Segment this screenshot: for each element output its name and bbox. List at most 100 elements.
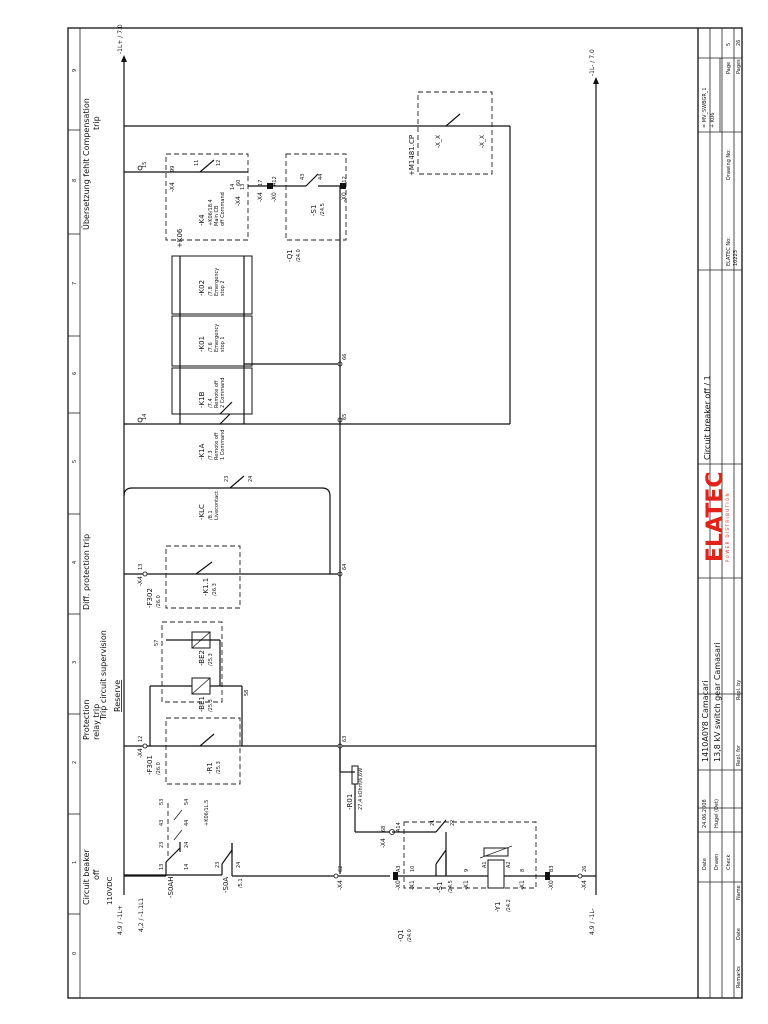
x0-a12-label: -X0 bbox=[271, 192, 278, 202]
y1-a1: A1 bbox=[482, 861, 488, 868]
k4-desc-1: Main CB bbox=[214, 205, 220, 226]
x0-a12-term: A12 bbox=[272, 176, 278, 186]
k01-desc-1: Emergency bbox=[214, 324, 220, 352]
pin-13: 13 bbox=[159, 864, 165, 870]
k1b-desc-1: Remote off bbox=[214, 380, 220, 408]
branch-klc: 23 24 -KLC /8.1 Livecontact bbox=[123, 475, 331, 574]
k4-pin-14: 14 bbox=[230, 184, 236, 190]
s1-top-ref: /24.5 bbox=[320, 203, 326, 216]
pin-23: 23 bbox=[159, 842, 165, 848]
x0-b3-term: B3 bbox=[549, 865, 555, 872]
rail-minus-out-label: -1L- / 7.0 bbox=[589, 49, 596, 76]
y1-label: -Y1 bbox=[494, 902, 502, 912]
col-7: 7 bbox=[72, 282, 78, 285]
x1-9-term: 9 bbox=[464, 869, 470, 872]
r01-label: -R01 bbox=[346, 794, 354, 810]
x4-14-term: 14 bbox=[142, 414, 148, 420]
pin-24: 24 bbox=[184, 842, 190, 848]
x0-a14-term: A14 bbox=[396, 822, 402, 832]
be1-ref: /25.3 bbox=[208, 699, 214, 712]
m1481-label: +M1481.CP bbox=[408, 135, 416, 176]
k1b-desc-2: 2 Command bbox=[220, 378, 226, 408]
s0a-ref: /5.1 bbox=[238, 878, 244, 888]
s1-pin-21: 21 bbox=[430, 820, 436, 826]
header-trip-supervision: Trip circuit supervision bbox=[99, 630, 108, 721]
tb-pages-value: 26 bbox=[736, 40, 742, 46]
rail-plus: -1L+ / 7.0 110VDC 4,9 / -1L+ 4,2 / -1.1L… bbox=[106, 24, 145, 935]
tb-repl-for: Repl. for bbox=[736, 744, 742, 766]
tb-pages-label: Pages bbox=[736, 59, 742, 74]
col-6: 6 bbox=[72, 372, 78, 375]
pin-43: 43 bbox=[159, 820, 165, 826]
x4-26-label: -X4 bbox=[581, 880, 588, 890]
header-diff-protection: Diff. protection trip bbox=[82, 534, 91, 610]
x1-9-label: -X1 bbox=[463, 880, 470, 890]
col-5: 5 bbox=[72, 460, 78, 463]
tb-drawn-label: Drawn bbox=[714, 854, 720, 870]
tb-check-label: Check bbox=[726, 855, 732, 870]
y1-a2: A2 bbox=[506, 861, 512, 868]
tb-elatec-no-label: ELATEC No: bbox=[726, 237, 732, 266]
tb-description: 13,8 kV switch gear Camasari bbox=[713, 642, 722, 762]
k1a-desc-2: 1 Command bbox=[220, 430, 226, 460]
x4-63-term: 63 bbox=[342, 736, 348, 742]
k4-pin-11: 11 bbox=[194, 160, 200, 166]
k02-desc-2: stop 2 bbox=[220, 280, 226, 296]
r01-value: 27,4 kOhm/6,6W bbox=[358, 768, 364, 810]
s1-low-ref: /24.5 bbox=[448, 880, 454, 893]
k06-label: +K06 bbox=[176, 228, 184, 248]
k4-ref: +K06/18.4 bbox=[208, 199, 214, 226]
s0ah-label: -S0AH bbox=[167, 877, 175, 898]
x4-68-label: -X4 bbox=[380, 838, 387, 848]
column-ruler: 9 8 7 6 5 4 3 2 1 0 bbox=[68, 69, 80, 955]
x0-a3-label: -X0 bbox=[395, 880, 402, 890]
rail-l1-in-label: 4,2 / -1.1L1 bbox=[138, 898, 145, 932]
be2-label: -BE2 bbox=[198, 650, 206, 666]
rail-voltage-label: 110VDC bbox=[106, 876, 114, 905]
x4-99-label: -X4 bbox=[169, 182, 176, 192]
branch-compensation: +M1481.CP -X_X -X_X bbox=[124, 91, 511, 424]
tb-code-1: = MV_SWBGR_1 bbox=[702, 87, 708, 128]
k1a-ref: /7.3 bbox=[208, 450, 214, 460]
k1a-desc-1: Remote off bbox=[214, 432, 220, 460]
pin-53: 53 bbox=[159, 799, 165, 805]
k4-label: -K4 bbox=[198, 214, 206, 226]
header-breaker-off-2: off bbox=[92, 869, 101, 880]
tb-page-label: Page bbox=[726, 62, 732, 74]
branch-k-series: 14 -K1A /7.3 Remote off 1 Command -K1B /… bbox=[124, 255, 510, 874]
x4-15-term: 15 bbox=[142, 162, 148, 168]
tb-drawing-no: Drawing No: bbox=[726, 149, 732, 180]
x0-b3-label: -X0 bbox=[548, 880, 555, 890]
rail-plus-in-label: 4,9 / -1L+ bbox=[117, 905, 124, 935]
klc-pin-23: 23 bbox=[224, 476, 230, 482]
s0ah-ref: +K06/1L.5 bbox=[204, 800, 210, 826]
s1-low-label: -S1 bbox=[436, 882, 444, 893]
x4-26-term: 26 bbox=[582, 866, 588, 872]
k11-ref: /26.3 bbox=[212, 583, 218, 596]
pin-57: 57 bbox=[154, 640, 160, 646]
klc-label: -KLC bbox=[198, 504, 206, 520]
tb-page-value: 5 bbox=[726, 43, 732, 46]
x4-64-term: 64 bbox=[342, 564, 348, 570]
x4-66-term: 66 bbox=[342, 354, 348, 360]
s1-top-label: -S1 bbox=[310, 205, 318, 216]
x4-62-term: 62 bbox=[338, 866, 344, 872]
s0a-pin-23: 23 bbox=[215, 862, 221, 868]
col-0: 0 bbox=[72, 952, 78, 955]
title-block: Date Drawn Check 24.06.2008 Hugel (Det) … bbox=[697, 28, 742, 998]
tb-project: 1410A0Y8 Camacari bbox=[701, 681, 710, 762]
k4-desc-2: off Command bbox=[220, 192, 226, 226]
header-breaker-off-1: Circuit beaker bbox=[82, 849, 91, 905]
tb-drawn-value: Hugel (Det) bbox=[714, 799, 720, 828]
k11-label: -K1.1 bbox=[202, 578, 210, 596]
be1-label: -BE1 bbox=[198, 696, 206, 712]
x0-b12-label: -X0 bbox=[341, 192, 348, 202]
x4-68-term: 68 bbox=[381, 826, 387, 832]
x0-b12-term: B12 bbox=[342, 176, 348, 186]
tb-date-value: 24.06.2008 bbox=[702, 799, 708, 828]
q1-top-ref: /24.0 bbox=[296, 249, 302, 262]
x4-62-label: -X4 bbox=[337, 880, 344, 890]
branch-k4: 15 +K06 -X4 99 11 12 -K4 +K06/18.4 Main … bbox=[124, 153, 348, 364]
x4-60-label: -X4 bbox=[235, 196, 242, 206]
